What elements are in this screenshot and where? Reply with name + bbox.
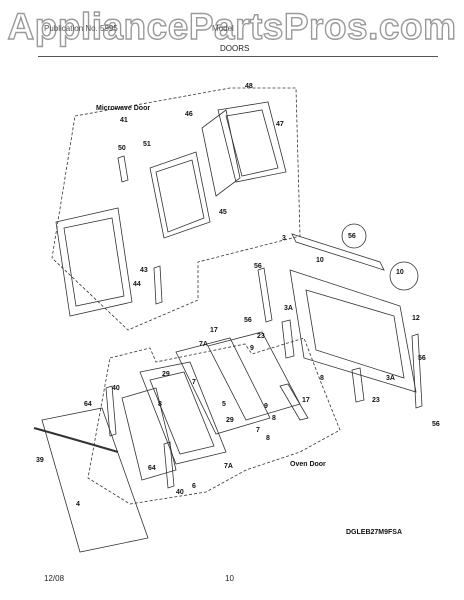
microwave-boundary [51, 87, 301, 331]
callout: 3 [282, 235, 286, 242]
callout: 17 [210, 327, 218, 334]
callout: 41 [120, 117, 128, 124]
callout: 56 [348, 233, 356, 240]
callout: 45 [219, 209, 227, 216]
callout: 8 [158, 401, 162, 408]
callout: 10 [316, 257, 324, 264]
oven-inner-frame-window [149, 371, 215, 455]
model-label: Model [212, 24, 234, 33]
microwave-hinge [117, 155, 129, 183]
callout: 8 [272, 415, 276, 422]
microwave-outer-door [55, 207, 133, 317]
oven-hinge-pin-right [163, 441, 175, 489]
callout: 5 [222, 401, 226, 408]
oven-outer-door [41, 407, 149, 553]
microwave-panel-outer [149, 151, 211, 239]
callout: 23 [372, 397, 380, 404]
oven-top-rail [291, 233, 385, 271]
callout: 10 [396, 269, 404, 276]
callout: 23 [257, 333, 265, 340]
oven-hinge-left [281, 319, 295, 359]
oven-liner-outer [289, 269, 417, 393]
callout: 64 [148, 465, 156, 472]
callout-labels: 48 46 47 41 50 51 45 43 44 3 56 10 10 56… [36, 83, 440, 508]
callout: 50 [118, 145, 126, 152]
oven-glass-pane [121, 387, 177, 481]
callout: 7 [256, 427, 260, 434]
oven-bracket-right [411, 333, 423, 409]
oven-bracket-left [257, 267, 273, 323]
model-code: DGLEB27M9FSA [346, 529, 402, 536]
callout: 12 [412, 315, 420, 322]
watermark: AppliancePartsPros.com [7, 5, 457, 47]
callout: 56 [254, 263, 262, 270]
callout: 4 [76, 501, 80, 508]
oven-frame-17 [175, 337, 271, 435]
callout: 64 [84, 401, 92, 408]
footer-date: 12/08 [44, 574, 65, 583]
callout: 39 [36, 457, 44, 464]
callout: 6 [192, 483, 196, 490]
oven-liner-inner [305, 289, 405, 379]
oven-inner-frame [139, 361, 227, 465]
microwave-frame-outer [217, 101, 287, 183]
callout: 40 [176, 489, 184, 496]
callout: 46 [185, 111, 193, 118]
header-rule [38, 56, 438, 57]
page-number: 10 [225, 574, 234, 583]
callout: 3A [386, 375, 395, 382]
oven-hinge-right [351, 367, 365, 403]
microwave-glass [201, 109, 241, 197]
oven-boundary [87, 337, 341, 505]
callout: 56 [432, 421, 440, 428]
callout: 7A [224, 463, 233, 470]
oven-door-handle [33, 426, 119, 454]
callout: 9 [264, 403, 268, 410]
callout: 7 [192, 379, 196, 386]
callout: 29 [226, 417, 234, 424]
callout: 56 [418, 355, 426, 362]
callout: 8 [320, 375, 324, 382]
callout: 51 [143, 141, 151, 148]
microwave-door-caption: Microwave Door [96, 105, 150, 112]
callout: 48 [245, 83, 253, 90]
microwave-outer-window [63, 217, 125, 307]
callout: 29 [162, 371, 170, 378]
callout: 3A [284, 305, 293, 312]
oven-door-caption: Oven Door [290, 461, 326, 468]
callout: 7A [199, 341, 208, 348]
microwave-frame-inner [225, 109, 279, 177]
oven-side-trim [279, 383, 309, 421]
microwave-latch [153, 265, 163, 305]
callout: 8 [266, 435, 270, 442]
callout: 47 [276, 121, 284, 128]
callout: 43 [140, 267, 148, 274]
callout: 40 [112, 385, 120, 392]
callout: 56 [244, 317, 252, 324]
screw-detail-right [389, 261, 419, 291]
callout: 44 [133, 281, 141, 288]
publication-number: Publication No. 5995 [44, 24, 118, 33]
callout: 17 [302, 397, 310, 404]
screw-detail-top [341, 223, 367, 249]
oven-hinge-pin-left [105, 385, 117, 437]
section-title: DOORS [220, 44, 250, 53]
callout: 9 [250, 345, 254, 352]
microwave-panel-inner [155, 159, 205, 233]
